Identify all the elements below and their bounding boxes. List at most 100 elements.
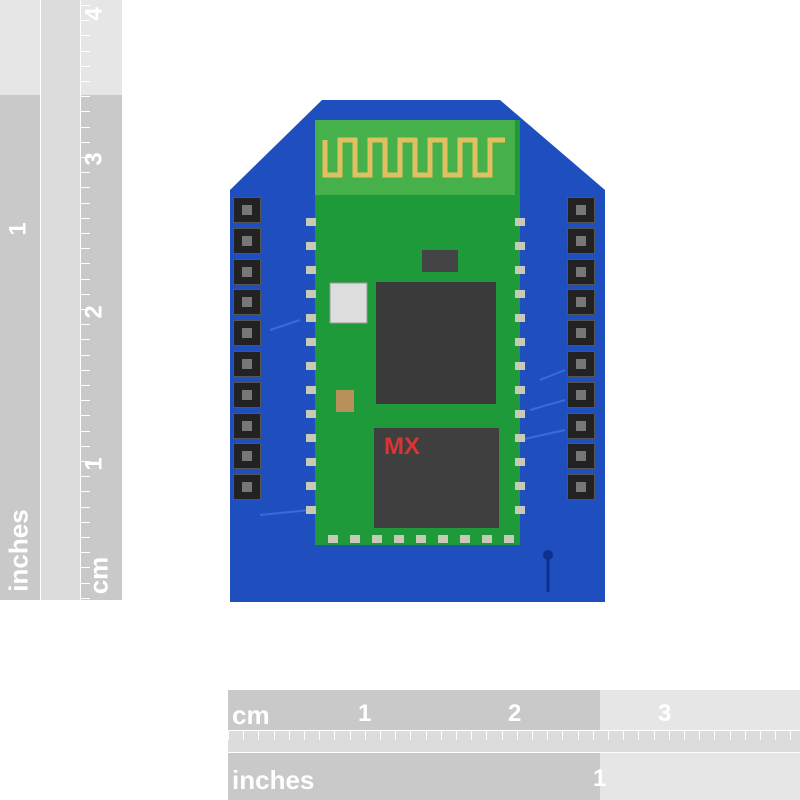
module-pad: [328, 535, 338, 543]
ruler-tick: [638, 730, 640, 740]
ruler-tick: [80, 415, 90, 417]
ruler-tick: [80, 597, 90, 599]
ruler-tick: [547, 730, 549, 740]
ruler-tick: [80, 233, 90, 234]
ruler-tick: [456, 730, 457, 740]
module-pad: [460, 535, 470, 543]
ruler-tick: [80, 476, 90, 478]
ruler-tick: [744, 730, 746, 740]
ruler-tick: [668, 730, 670, 740]
module-pad: [515, 338, 525, 346]
ruler-tick: [80, 445, 90, 447]
ruler-tick: [80, 369, 90, 371]
header-pin: [567, 320, 595, 347]
module-pad: [515, 506, 525, 514]
ruler-tick: [775, 730, 777, 740]
ruler-tick: [364, 730, 366, 740]
ruler-tick: [80, 354, 90, 356]
ruler-tick: [80, 582, 90, 584]
header-pin: [233, 320, 261, 347]
left-ruler: 1 4 3 2 1 inches cm: [0, 0, 122, 600]
cm-number-1: 1: [358, 700, 372, 727]
ruler-tick: [80, 309, 90, 310]
header-pin: [567, 474, 595, 501]
header-pin: [567, 289, 595, 316]
module-pad: [306, 506, 316, 514]
ruler-tick: [577, 730, 579, 740]
ruler-tick: [501, 730, 503, 740]
module-pad: [394, 535, 404, 543]
module-pad: [372, 535, 382, 543]
ruler-tick: [80, 81, 90, 82]
ruler-tick: [80, 385, 90, 386]
module-pad: [515, 362, 525, 370]
left-pin-header: [233, 197, 261, 505]
ruler-tick: [486, 730, 488, 740]
ruler-tick: [80, 187, 90, 189]
module-pad: [306, 410, 316, 418]
ruler-tick: [80, 461, 90, 462]
ruler-tick: [80, 339, 90, 341]
ruler-tick: [80, 324, 90, 326]
cm-number-3: 3: [658, 700, 672, 727]
module-pad: [515, 410, 525, 418]
ruler-tick: [80, 521, 90, 523]
cm-label: cm: [232, 700, 270, 730]
header-pin: [233, 381, 261, 408]
module-pad: [515, 386, 525, 394]
ruler-tick: [80, 263, 90, 265]
ruler-tick: [319, 730, 321, 740]
ruler-tick: [80, 35, 90, 37]
ruler-tick: [471, 730, 473, 740]
ruler-tick: [80, 157, 90, 158]
ruler-tick: [80, 552, 90, 554]
ruler-tick: [623, 730, 625, 740]
bottom-ruler: cm 1 2 3 inches 1: [228, 690, 800, 800]
ruler-tick: [592, 730, 594, 740]
module-pad: [306, 386, 316, 394]
ruler-tick: [80, 5, 90, 6]
module-pad: [515, 482, 525, 490]
ruler-tick: [258, 730, 260, 740]
header-pin: [233, 197, 261, 223]
module-pad: [306, 362, 316, 370]
right-pin-header: [567, 197, 595, 505]
header-pin: [567, 258, 595, 285]
ruler-tick: [80, 293, 90, 295]
module-pad: [306, 266, 316, 274]
header-pin: [233, 351, 261, 377]
ruler-tick: [80, 567, 90, 569]
ruler-tick: [532, 730, 533, 740]
ruler-tick: [80, 217, 90, 219]
module-pad: [416, 535, 426, 543]
module-pad: [306, 458, 316, 466]
ruler-tick: [790, 730, 792, 740]
ruler-tick: [349, 730, 351, 740]
module-pad: [350, 535, 360, 543]
ruler-tick: [80, 400, 90, 402]
inch-number-1: 1: [593, 765, 607, 792]
module-pad: [306, 314, 316, 322]
module-pad: [306, 434, 316, 442]
module-pad: [515, 218, 525, 226]
module-pad: [306, 290, 316, 298]
module-pad: [306, 242, 316, 250]
ruler-tick: [760, 730, 761, 740]
header-pin: [233, 289, 261, 316]
ruler-tick: [334, 730, 336, 740]
module-pad: [515, 266, 525, 274]
ruler-tick: [80, 506, 90, 508]
ruler-tick: [288, 730, 290, 740]
module-pad: [306, 338, 316, 346]
ruler-tick: [516, 730, 518, 740]
cm-number-2: 2: [508, 700, 522, 727]
header-pin: [567, 412, 595, 439]
ruler-tick: [228, 730, 229, 740]
ruler-tick: [395, 730, 397, 740]
module-pad: [504, 535, 514, 543]
header-pin: [233, 258, 261, 285]
header-pin: [233, 443, 261, 470]
header-pin: [567, 197, 595, 223]
ruler-tick: [608, 730, 609, 740]
